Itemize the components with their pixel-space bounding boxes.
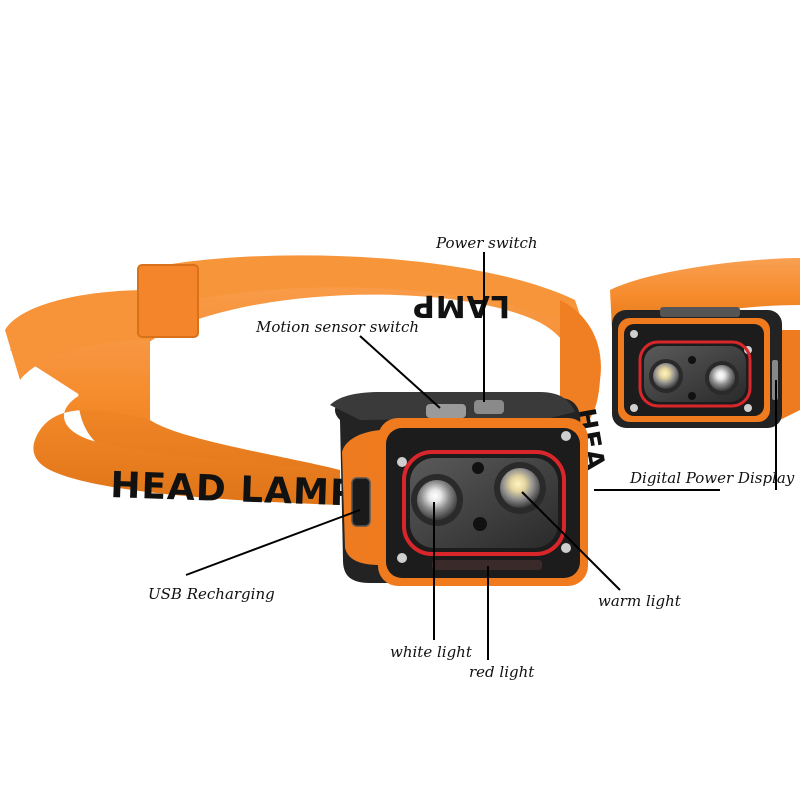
callout-leader-lines xyxy=(185,252,777,660)
leader-motion-sensor xyxy=(359,335,441,409)
screw xyxy=(744,404,752,412)
white-led xyxy=(417,480,457,520)
label-digital-power-display: Digital Power Display xyxy=(630,469,795,487)
label-warm-light: warm light xyxy=(598,592,681,610)
strap-front xyxy=(10,300,340,505)
leader-warm-light xyxy=(521,491,621,591)
label-power-switch: Power switch xyxy=(436,234,538,252)
label-white-light: white light xyxy=(390,643,472,661)
secondary-headlamp xyxy=(610,258,800,428)
secondary-red-ring xyxy=(638,340,752,408)
screw xyxy=(630,404,638,412)
strap-band xyxy=(78,257,597,505)
label-red-light: red light xyxy=(469,663,535,681)
sensor-dot xyxy=(688,356,696,364)
label-usb-recharging: USB Recharging xyxy=(148,585,275,603)
secondary-top-button xyxy=(660,307,740,317)
secondary-led xyxy=(653,363,679,389)
screw xyxy=(561,431,571,441)
red-light-strip xyxy=(432,560,542,570)
strap-edge xyxy=(5,290,150,380)
warm-led xyxy=(500,468,540,508)
strap-label: HEAD LAMP xyxy=(110,465,358,515)
usb-port xyxy=(351,477,371,527)
leader-usb xyxy=(185,509,361,576)
screw xyxy=(630,330,638,338)
sensor-dot xyxy=(688,392,696,400)
red-light-ring xyxy=(402,450,566,556)
strap-label-back: LAMP xyxy=(412,288,510,323)
strap-buckle xyxy=(137,264,199,338)
secondary-led xyxy=(709,365,735,391)
screw xyxy=(561,543,571,553)
sensor-dot xyxy=(473,517,487,531)
strap-upper xyxy=(140,255,585,330)
motion-sensor xyxy=(472,462,484,474)
strap-side xyxy=(560,300,601,430)
screw xyxy=(397,457,407,467)
label-motion-sensor-switch: Motion sensor switch xyxy=(256,318,420,336)
motion-sensor-button xyxy=(426,404,466,418)
screw xyxy=(397,553,407,563)
power-button xyxy=(474,400,504,414)
lamp-housing xyxy=(330,392,588,586)
